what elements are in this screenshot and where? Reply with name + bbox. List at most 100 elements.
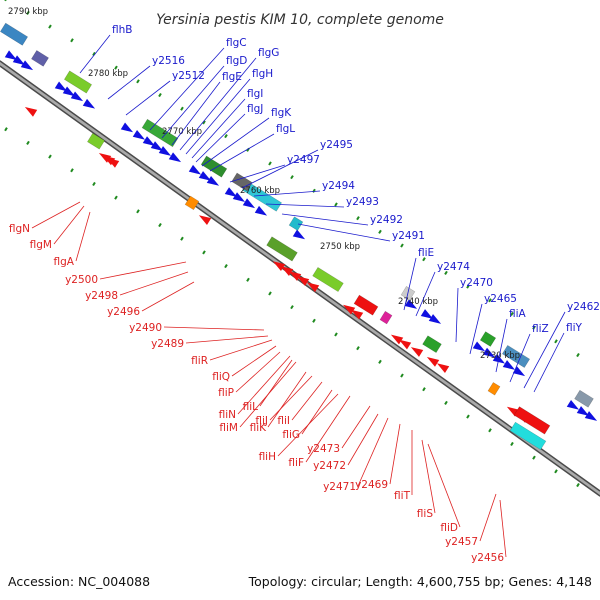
orf-tick <box>422 257 426 262</box>
reverse-gene-leader <box>305 395 351 463</box>
reverse-gene-block <box>87 132 105 150</box>
forward-gene-arrow <box>420 309 434 319</box>
forward-gene-arrow <box>20 60 34 71</box>
reverse-gene-leader <box>119 271 189 296</box>
orf-tick <box>290 305 294 310</box>
reverse-gene-leader <box>427 443 461 528</box>
reverse-gene-label: fliI <box>277 415 290 427</box>
forward-gene-label: y2491 <box>392 230 425 242</box>
orf-tick <box>48 24 52 29</box>
reverse-gene-arrow <box>198 215 212 225</box>
reverse-gene-label: fliR <box>191 355 208 367</box>
reverse-gene-arrow <box>288 271 302 281</box>
forward-gene-arrow <box>566 399 580 410</box>
reverse-gene-arrow <box>24 106 38 117</box>
reverse-gene-block <box>509 421 547 451</box>
forward-gene-label: y2516 <box>152 55 185 67</box>
forward-gene-arrow <box>188 164 202 175</box>
forward-gene-arrow <box>4 50 18 61</box>
forward-gene-label: flgE <box>222 71 242 83</box>
orf-tick <box>400 373 404 378</box>
forward-gene-leader <box>79 34 111 74</box>
forward-gene-block <box>501 344 531 368</box>
reverse-gene-leader <box>277 393 339 457</box>
reverse-gene-label: fliK <box>250 422 268 434</box>
reverse-gene-block <box>422 335 442 354</box>
forward-gene-arrow <box>224 187 238 197</box>
kbp-scale-label: 2790 kbp <box>8 7 48 17</box>
reverse-gene-leader <box>31 201 81 229</box>
feature-track <box>0 0 598 488</box>
reverse-gene-leader <box>499 499 507 558</box>
reverse-gene-arrow <box>280 266 294 276</box>
orf-tick <box>246 277 250 282</box>
orf-tick <box>334 332 338 337</box>
orf-tick <box>532 325 536 330</box>
orf-tick <box>202 250 206 255</box>
forward-gene-block <box>31 50 49 67</box>
orf-tick <box>378 359 382 364</box>
reverse-gene-arrow <box>398 339 412 350</box>
forward-gene-label: y2474 <box>437 261 470 273</box>
forward-gene-label: fliY <box>566 322 583 334</box>
orf-tick <box>356 346 360 351</box>
kbp-scale-label: 2730 kbp <box>480 351 520 361</box>
reverse-gene-block <box>184 195 200 211</box>
forward-gene-label: flgL <box>276 123 295 135</box>
forward-gene-label: y2493 <box>346 196 379 208</box>
orf-tick <box>444 400 448 405</box>
forward-gene-leader <box>229 164 286 183</box>
orf-tick <box>268 161 272 166</box>
forward-gene-label: y2462 <box>567 301 600 313</box>
forward-gene-arrow <box>158 146 172 156</box>
reverse-gene-block <box>312 267 344 293</box>
forward-gene-arrow <box>292 229 306 240</box>
reverse-gene-leader <box>75 211 91 262</box>
forward-gene-label: y2494 <box>322 180 355 192</box>
reverse-gene-leader <box>421 439 436 514</box>
reverse-gene-leader <box>301 389 333 435</box>
reverse-gene-leader <box>357 417 389 487</box>
forward-gene-leader <box>495 318 508 373</box>
forward-gene-leader <box>185 78 251 155</box>
reverse-gene-arrow <box>436 363 450 373</box>
reverse-gene-label: y2469 <box>355 479 388 491</box>
reverse-gene-label: fliQ <box>212 371 230 383</box>
orf-tick <box>114 195 118 200</box>
reverse-gene-leader <box>209 339 273 361</box>
reverse-gene-label: y2472 <box>313 460 346 472</box>
orf-tick <box>158 92 162 98</box>
reverse-gene-arrow <box>390 334 404 345</box>
reverse-gene-label: y2457 <box>445 536 478 548</box>
reverse-gene-label: fliN <box>219 409 236 421</box>
forward-gene-leader <box>469 303 483 355</box>
reverse-gene-block <box>487 382 501 396</box>
reverse-gene-leader <box>99 261 187 280</box>
forward-gene-arrow <box>120 122 134 133</box>
forward-gene-leader <box>265 203 345 208</box>
reverse-gene-leader <box>267 371 307 428</box>
forward-gene-arrow <box>168 152 182 163</box>
forward-gene-leader <box>523 311 566 389</box>
reverse-gene-block <box>353 294 379 316</box>
orf-tick <box>26 10 30 15</box>
reverse-gene-label: y2489 <box>151 338 184 350</box>
orf-tick <box>268 291 272 296</box>
forward-gene-label: y2495 <box>320 139 353 151</box>
orf-tick <box>92 181 96 187</box>
reverse-gene-leader <box>163 326 265 331</box>
orf-tick <box>4 0 8 2</box>
reverse-gene-label: fliT <box>394 490 411 502</box>
forward-gene-arrow <box>54 81 68 92</box>
orf-tick <box>136 79 140 84</box>
reverse-gene-label: fliS <box>417 508 434 520</box>
reverse-gene-label: fliH <box>259 451 276 463</box>
orf-tick <box>510 441 514 447</box>
forward-gene-label: flgI <box>247 88 263 100</box>
reverse-gene-label: fliM <box>219 422 238 434</box>
reverse-gene-leader <box>185 335 269 344</box>
forward-gene-arrow <box>472 341 486 352</box>
forward-gene-leader <box>241 149 319 189</box>
orf-tick <box>422 387 426 392</box>
reverse-gene-label: y2490 <box>129 322 162 334</box>
